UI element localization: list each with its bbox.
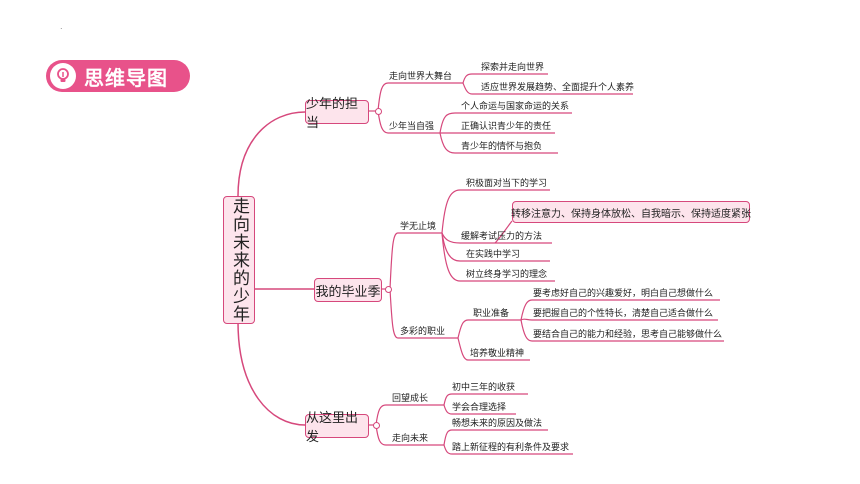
root-node: 走向未来的少年 [223,196,255,324]
leaf-label: 适应世界发展趋势、全面提升个人素养 [481,83,635,93]
leaf-label: 要结合自己的能力和经验，思考自己能够做什么 [533,330,723,340]
topic-label: 多彩的职业 [400,327,446,337]
decor-dot: . [60,22,63,31]
leaf-label: 个人命运与国家命运的关系 [461,102,570,112]
leaf-label: 积极面对当下的学习 [466,179,548,189]
branch-node-graduation: 我的毕业季 [314,278,382,302]
leaf-label: 树立终身学习的理念 [466,270,548,280]
leaf-label: 学会合理选择 [452,403,507,413]
leaf-label: 踏上新征程的有利条件及要求 [452,443,570,453]
connector-dot [375,108,382,115]
leaf-label: 初中三年的收获 [452,383,516,393]
leaf-label: 培养敬业精神 [470,349,525,359]
badge-title: 思维导图 [84,65,168,90]
mindmap-badge: 思维导图 [46,60,190,92]
topic-label: 走向世界大舞台 [389,72,453,82]
root-text: 走向未来的少年 [229,197,249,323]
branch-label: 少年的担当 [306,97,359,131]
topic-label: 回望成长 [392,394,429,404]
highlight-note: 转移注意力、保持身体放松、自我暗示、保持适度紧张 [511,201,751,223]
lightbulb-icon [50,63,76,89]
leaf-label: 探索并走向世界 [481,63,545,73]
leaf-label: 要把握自己的个性特长，清楚自己适合做什么 [533,309,714,319]
leaf-label: 青少年的情怀与抱负 [461,142,543,152]
connector-dot [373,422,380,429]
connector-dot [385,286,392,293]
topic-label: 学无止境 [400,222,437,232]
leaf-label: 畅想未来的原因及做法 [452,419,543,429]
branch-node-responsibility: 少年的担当 [305,97,369,131]
branch-label: 我的毕业季 [315,284,381,300]
branch-node-depart: 从这里出发 [305,411,369,445]
leaf-label: 在实践中学习 [466,250,521,260]
branch-label: 从这里出发 [306,411,359,445]
topic-label: 少年当自强 [389,122,435,132]
topic-label: 职业准备 [473,309,510,319]
leaf-label: 正确认识青少年的责任 [461,122,552,132]
leaf-label: 要考虑好自己的兴趣爱好，明白自己想做什么 [533,289,714,299]
leaf-label: 缓解考试压力的方法 [461,232,543,242]
topic-label: 走向未来 [392,434,429,444]
